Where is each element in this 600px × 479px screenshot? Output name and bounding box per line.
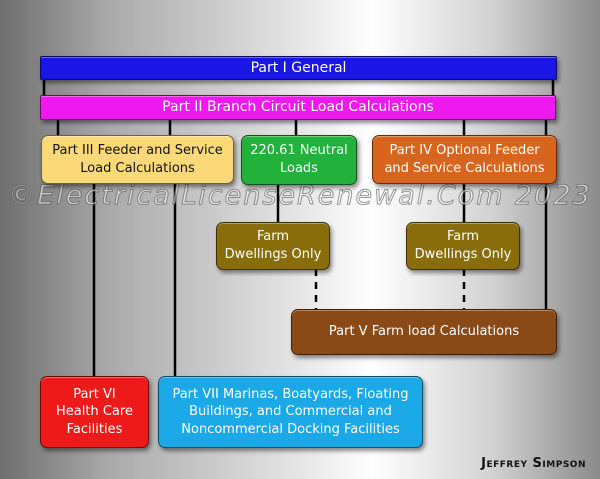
farm-dwellings-left-box: Farm Dwellings Only	[216, 222, 330, 270]
farm-left-label-line-2: Dwellings Only	[224, 247, 322, 262]
part-6-label-line-2: Health Care	[56, 404, 133, 420]
neutral-label-line-2: Loads	[280, 161, 318, 176]
part-7-label-line-3: Noncommercial Docking Facilities	[181, 421, 400, 437]
part-3-label-line-1: Part III Feeder and Service	[52, 142, 223, 158]
part-3-feeder-service-box: Part III Feeder and Service Load Calcula…	[41, 135, 234, 184]
part-6-label-line-1: Part VI	[73, 386, 116, 402]
author-signature: Jeffrey Simpson	[481, 456, 586, 471]
farm-left-label-line-1: Farm	[256, 229, 290, 245]
part-7-label-line-2: Buildings, and Commercial and	[189, 404, 392, 420]
part-3-label-line-2: Load Calculations	[80, 160, 195, 176]
part-4-label-line-1: Part IV Optional Feeder	[389, 142, 540, 158]
part-6-label-line-3: Facilities	[66, 421, 123, 437]
part-6-health-care-box: Part VI Health Care Facilities	[40, 376, 149, 448]
part-4-optional-feeder-box: Part IV Optional Feeder and Service Calc…	[372, 135, 557, 184]
farm-right-label-line-2: Dwellings Only	[414, 247, 512, 262]
part-5-label: Part V Farm load Calculations	[328, 324, 520, 340]
part-2-branch-circuit-box: Part II Branch Circuit Load Calculations	[40, 95, 556, 120]
farm-dwellings-right-box: Farm Dwellings Only	[406, 222, 520, 270]
farm-right-label-line-1: Farm	[446, 229, 480, 245]
part-4-label-line-2: and Service Calculations	[384, 160, 545, 176]
part-7-label-line-1: Part VII Marinas, Boatyards, Floating	[172, 386, 409, 402]
part-5-farm-load-box: Part V Farm load Calculations	[291, 309, 557, 355]
part-1-general-box: Part I General	[40, 56, 557, 80]
part-7-marinas-box: Part VII Marinas, Boatyards, Floating Bu…	[158, 376, 423, 448]
part-2-label: Part II Branch Circuit Load Calculations	[162, 99, 434, 116]
part-1-label: Part I General	[250, 59, 347, 76]
neutral-label-line-1: 220.61 Neutral	[250, 143, 348, 159]
neutral-loads-box: 220.61 Neutral Loads	[241, 135, 357, 185]
